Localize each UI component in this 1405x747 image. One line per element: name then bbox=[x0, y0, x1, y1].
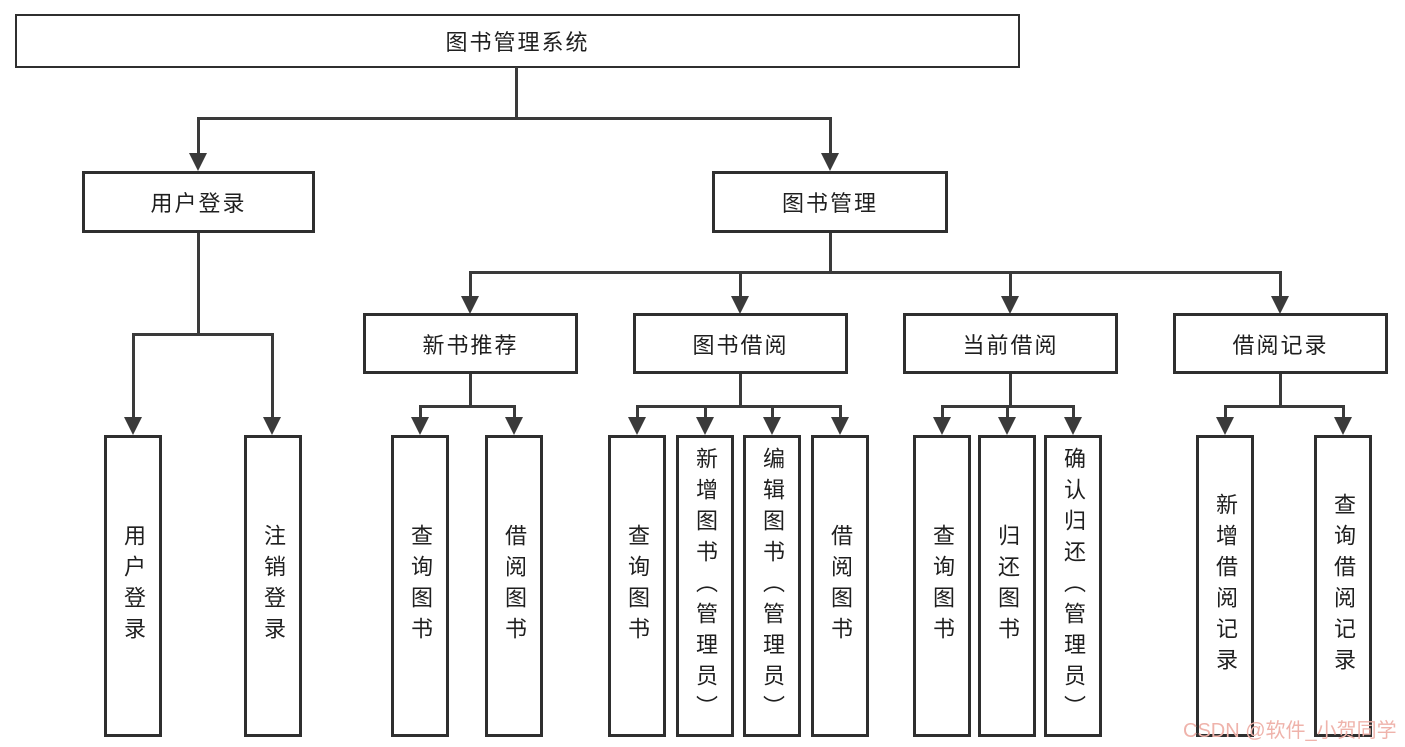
node-user-login-label: 用户登录 bbox=[150, 191, 247, 216]
leaf-rec-borrow-books-label: 借阅图书 bbox=[502, 524, 527, 648]
leaf-logout: 注销登录 bbox=[244, 435, 302, 737]
arrowhead-borrow-borrow bbox=[831, 417, 849, 435]
leaf-borrow-query-books-label: 查询图书 bbox=[625, 524, 650, 648]
arrowhead-new-book-rec bbox=[461, 296, 479, 314]
leaf-return-books: 归还图书 bbox=[978, 435, 1036, 737]
connector-drop-user-login bbox=[197, 117, 200, 154]
connector-drop-borrow-records bbox=[1279, 271, 1282, 297]
connector-drop-records-add bbox=[1224, 405, 1227, 418]
leaf-logout-label: 注销登录 bbox=[261, 524, 286, 648]
arrowhead-borrow-query bbox=[628, 417, 646, 435]
connector-drop-leaf-user-login bbox=[132, 333, 135, 418]
arrowhead-borrow-edit bbox=[763, 417, 781, 435]
node-user-login: 用户登录 bbox=[82, 171, 315, 233]
node-borrow-records: 借阅记录 bbox=[1173, 313, 1388, 374]
connector-drop-current-borrow bbox=[1009, 271, 1012, 297]
connector-drop-leaf-logout bbox=[271, 333, 274, 418]
arrowhead-records-query bbox=[1334, 417, 1352, 435]
connector-rec-stem bbox=[469, 374, 472, 407]
leaf-borrow-books: 借阅图书 bbox=[811, 435, 869, 737]
connector-current-stem bbox=[1009, 374, 1012, 407]
leaf-current-query-books-label: 查询图书 bbox=[930, 524, 955, 648]
leaf-edit-books-admin: 编辑图书（管理员） bbox=[743, 435, 801, 737]
node-new-book-rec: 新书推荐 bbox=[363, 313, 578, 374]
connector-user-rail bbox=[132, 333, 274, 336]
connector-drop-borrow-edit bbox=[771, 405, 774, 418]
node-current-borrow: 当前借阅 bbox=[903, 313, 1118, 374]
arrowhead-current-borrow bbox=[1001, 296, 1019, 314]
leaf-add-borrow-record: 新增借阅记录 bbox=[1196, 435, 1254, 737]
node-book-borrow-label: 图书借阅 bbox=[692, 332, 789, 358]
leaf-return-books-label: 归还图书 bbox=[995, 524, 1020, 648]
connector-drop-new-book-rec bbox=[469, 271, 472, 297]
node-new-book-rec-label: 新书推荐 bbox=[422, 332, 519, 358]
connector-drop-borrow-add bbox=[704, 405, 707, 418]
connector-bookmgmt-stem bbox=[829, 233, 832, 274]
arrowhead-book-borrow bbox=[731, 296, 749, 314]
arrowhead-rec-query bbox=[411, 417, 429, 435]
leaf-rec-borrow-books: 借阅图书 bbox=[485, 435, 543, 737]
node-book-mgmt-label: 图书管理 bbox=[781, 191, 878, 216]
connector-drop-current-return bbox=[1006, 405, 1009, 418]
leaf-rec-query-books: 查询图书 bbox=[391, 435, 449, 737]
leaf-add-books-admin: 新增图书（管理员） bbox=[676, 435, 734, 737]
leaf-confirm-return-admin: 确认归还（管理员） bbox=[1044, 435, 1102, 737]
arrowhead-current-query bbox=[933, 417, 951, 435]
arrowhead-borrow-records bbox=[1271, 296, 1289, 314]
connector-rec-rail bbox=[419, 405, 516, 408]
csdn-watermark: CSDN @软件_小贺同学 bbox=[1183, 720, 1397, 742]
connector-drop-records-query bbox=[1342, 405, 1345, 418]
connector-records-stem bbox=[1279, 374, 1282, 407]
arrowhead-borrow-add bbox=[696, 417, 714, 435]
leaf-current-query-books: 查询图书 bbox=[913, 435, 971, 737]
node-current-borrow-label: 当前借阅 bbox=[962, 332, 1059, 358]
arrowhead-leaf-logout bbox=[263, 417, 281, 435]
arrowhead-book-mgmt bbox=[821, 153, 839, 171]
connector-drop-current-query bbox=[941, 405, 944, 418]
leaf-add-books-admin-label: 新增图书（管理员） bbox=[693, 446, 718, 726]
connector-drop-book-mgmt bbox=[829, 117, 832, 154]
node-book-borrow: 图书借阅 bbox=[633, 313, 848, 374]
leaf-user-login-label: 用户登录 bbox=[121, 524, 146, 648]
leaf-query-borrow-record: 查询借阅记录 bbox=[1314, 435, 1372, 737]
arrowhead-user-login bbox=[189, 153, 207, 171]
leaf-user-login: 用户登录 bbox=[104, 435, 162, 737]
connector-borrow-stem bbox=[739, 374, 742, 407]
leaf-edit-books-admin-label: 编辑图书（管理员） bbox=[760, 446, 785, 726]
leaf-borrow-books-label: 借阅图书 bbox=[828, 524, 853, 648]
leaf-confirm-return-admin-label: 确认归还（管理员） bbox=[1061, 446, 1086, 726]
connector-borrow-rail bbox=[636, 405, 842, 408]
connector-drop-rec-query bbox=[419, 405, 422, 418]
node-root-label: 图书管理系统 bbox=[445, 30, 590, 55]
connector-drop-current-confirm bbox=[1072, 405, 1075, 418]
connector-drop-book-borrow bbox=[739, 271, 742, 297]
connector-user-stem bbox=[197, 233, 200, 336]
connector-level3-rail bbox=[469, 271, 1282, 274]
leaf-query-borrow-record-label: 查询借阅记录 bbox=[1331, 493, 1356, 679]
leaf-borrow-query-books: 查询图书 bbox=[608, 435, 666, 737]
arrowhead-records-add bbox=[1216, 417, 1234, 435]
connector-root-stem bbox=[515, 67, 518, 119]
node-book-mgmt: 图书管理 bbox=[712, 171, 948, 233]
leaf-add-borrow-record-label: 新增借阅记录 bbox=[1213, 493, 1238, 679]
arrowhead-rec-borrow bbox=[505, 417, 523, 435]
connector-level1-rail bbox=[197, 117, 832, 120]
node-borrow-records-label: 借阅记录 bbox=[1232, 332, 1329, 358]
connector-drop-borrow-borrow bbox=[839, 405, 842, 418]
arrowhead-current-confirm bbox=[1064, 417, 1082, 435]
leaf-rec-query-books-label: 查询图书 bbox=[408, 524, 433, 648]
connector-drop-borrow-query bbox=[636, 405, 639, 418]
arrowhead-current-return bbox=[998, 417, 1016, 435]
connector-records-rail bbox=[1224, 405, 1345, 408]
node-root: 图书管理系统 bbox=[15, 14, 1020, 68]
connector-drop-rec-borrow bbox=[513, 405, 516, 418]
arrowhead-leaf-user-login bbox=[124, 417, 142, 435]
